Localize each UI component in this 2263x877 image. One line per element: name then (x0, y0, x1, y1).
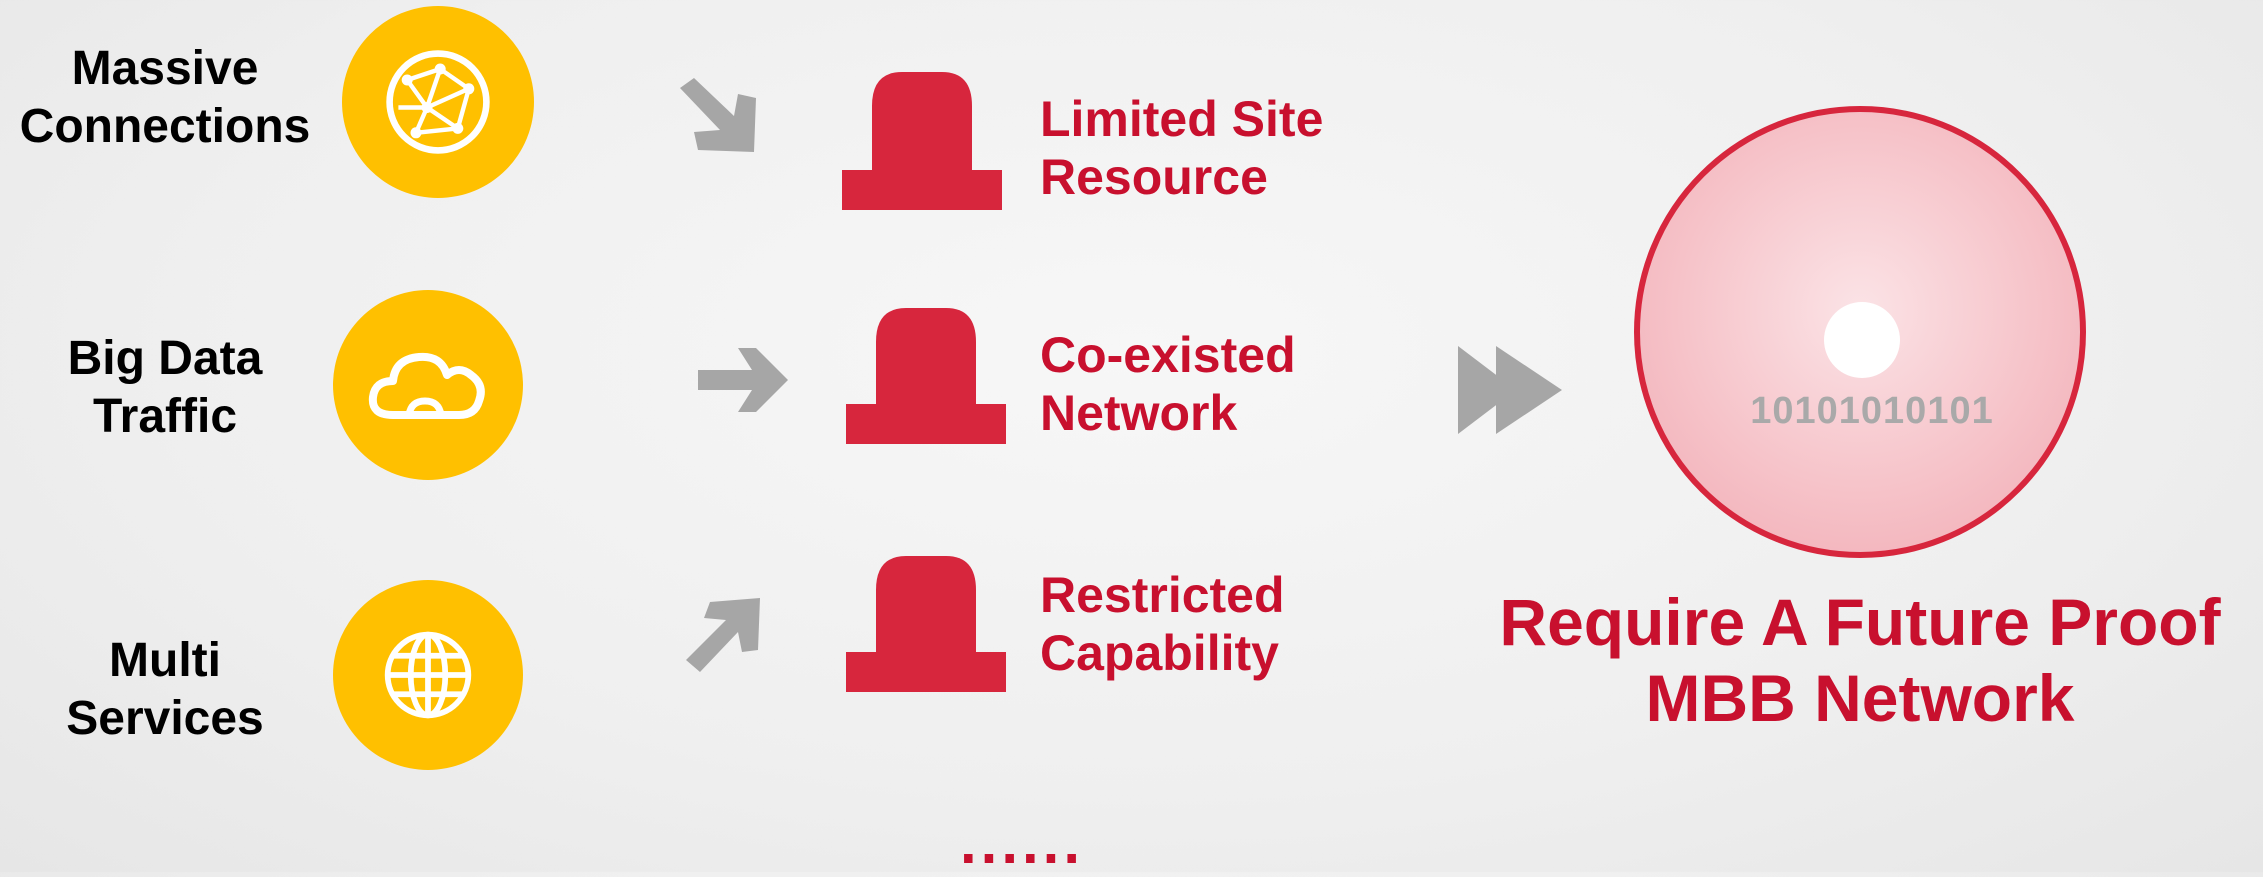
network-globe-icon (342, 6, 534, 198)
arrow-up-right-icon (686, 598, 760, 672)
cloud-icon (333, 290, 523, 480)
driver-label-multi-services: Multi Services (66, 634, 264, 745)
continuation-ellipsis: ...... (960, 809, 1085, 876)
alarm-light-icon (846, 556, 1006, 692)
globe-icon (333, 580, 523, 770)
fast-forward-icon (1458, 346, 1562, 434)
arrow-down-right-icon (680, 78, 756, 152)
driver-label-big-data-traffic: Big Data Traffic (67, 332, 263, 443)
constraint-label-restricted-capability: Restricted Capability (1040, 567, 1285, 681)
alarm-light-icon (842, 72, 1002, 210)
binary-stream-text: 10101010101 (1750, 390, 1994, 432)
arrow-right-icon (698, 348, 788, 412)
alarm-light-icon (846, 308, 1006, 444)
driver-label-massive-connections: Massive Connections (19, 42, 311, 153)
constraint-label-co-existed-network: Co-existed Network (1040, 327, 1296, 441)
core-dot (1824, 302, 1900, 378)
target-network-circle (1634, 106, 2086, 558)
target-requirement-title: Require A Future Proof MBB Network (1499, 585, 2221, 735)
constraint-label-limited-site-resource: Limited Site Resource (1040, 91, 1324, 205)
